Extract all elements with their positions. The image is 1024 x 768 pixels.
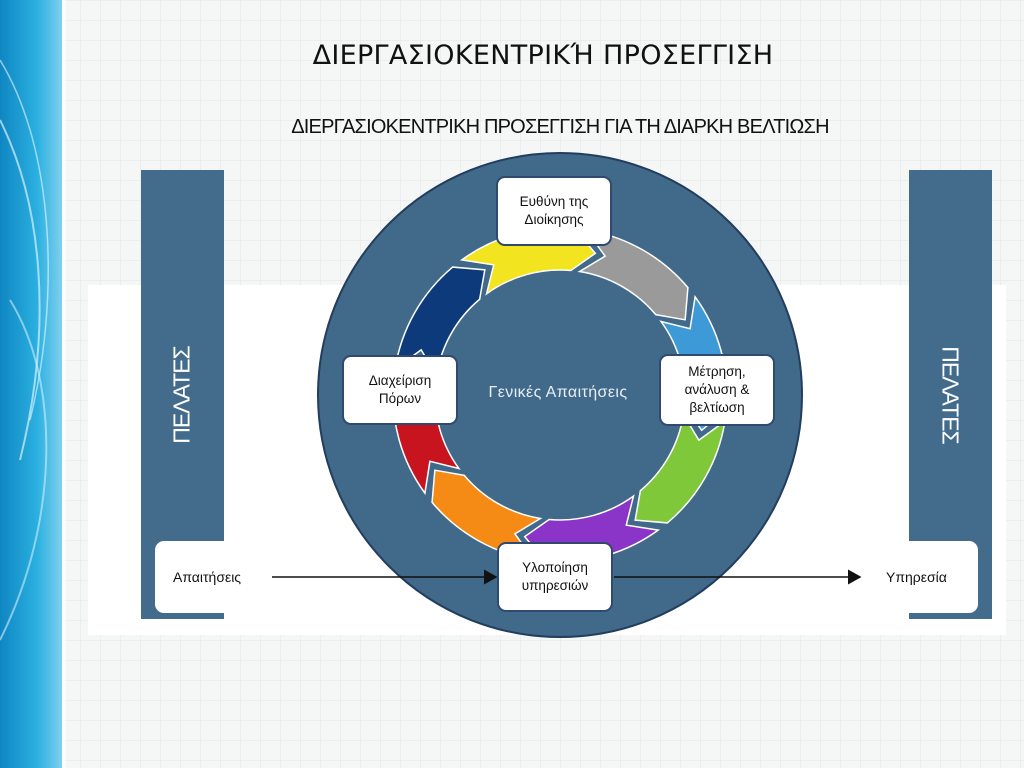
- node-line: Υλοποίηση: [522, 560, 588, 575]
- left-decor-strip: [0, 0, 62, 768]
- process-circle: [317, 152, 803, 638]
- cycle-segment: [431, 469, 543, 561]
- node-line: Διοίκησης: [524, 212, 584, 227]
- right-customers-label: ΠΕΛΑΤΕΣ: [937, 346, 964, 444]
- cycle-segment: [634, 412, 726, 524]
- node-management-responsibility: Ευθύνη της Διοίκησης: [496, 176, 612, 246]
- slide-subtitle: ΔΙΕΡΓΑΣΙΟΚΕΝΤΡΙΚΗ ΠΡΟΣΕΓΓΙΣΗ ΓΙΑ ΤΗ ΔΙΑΡ…: [291, 116, 829, 138]
- cycle-segment: [577, 229, 689, 321]
- node-line: Μέτρηση,: [688, 364, 746, 379]
- node-resource-management: Διαχείριση Πόρων: [342, 355, 458, 425]
- node-measurement-analysis: Μέτρηση, ανάλυση & βελτίωση: [659, 354, 775, 426]
- node-line: Πόρων: [378, 391, 422, 406]
- node-line: ανάλυση &: [684, 382, 750, 397]
- input-label: Απαιτήσεις: [173, 569, 242, 585]
- node-line: υπηρεσιών: [521, 578, 589, 593]
- node-service-realization: Υλοποίηση υπηρεσιών: [497, 542, 613, 612]
- node-line: βελτίωση: [689, 400, 745, 415]
- node-line: Ευθύνη της: [519, 194, 589, 209]
- slide-title: ΔΙΕΡΓΑΣΙΟΚΕΝΤΡΙΚΉ ΠΡΟΣΕΓΓΙΣΗ: [312, 40, 774, 71]
- left-customers-label: ΠΕΛΑΤΕΣ: [168, 346, 195, 444]
- input-box: [155, 541, 278, 613]
- node-line: Διαχείριση: [368, 373, 432, 388]
- output-label: Υπηρεσία: [886, 569, 947, 585]
- center-label: Γενικές Απαιτήσεις: [488, 384, 628, 401]
- output-box: [856, 541, 978, 613]
